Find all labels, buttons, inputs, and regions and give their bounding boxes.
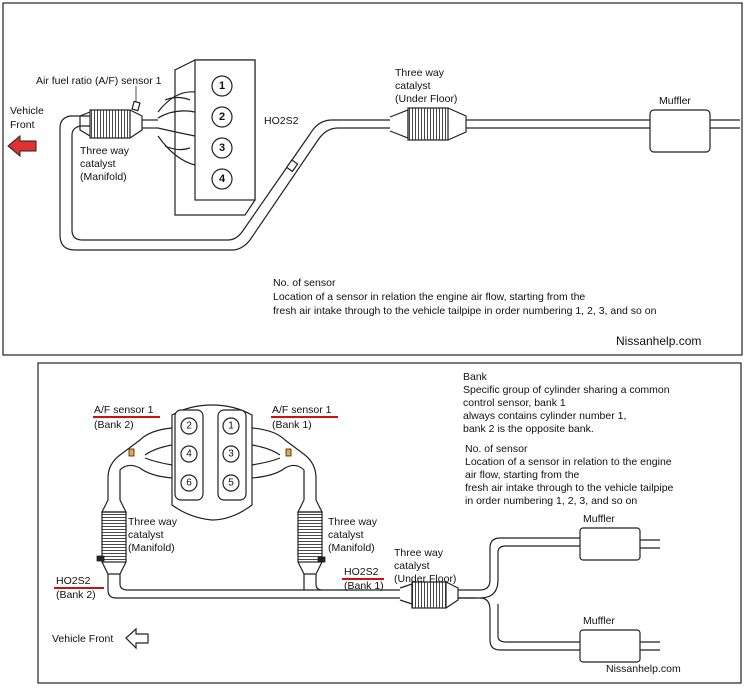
top-diagram: 1 2 3 4 Air fuel ratio (A/F) sensor 1 HO… <box>2 2 743 356</box>
cylinder-3 <box>222 445 240 463</box>
bottom-af-sensor-bank1-bank: (Bank 1) <box>272 419 312 431</box>
cylinder-5-number: 5 <box>228 478 234 489</box>
top-af-sensor-label: Air fuel ratio (A/F) sensor 1 <box>36 75 162 87</box>
bottom-ho2s2-bank1-label: HO2S2 <box>344 566 379 578</box>
bottom-underfloor-catalyst <box>399 537 660 651</box>
top-ho2s2-marker <box>285 159 299 173</box>
cylinder-1 <box>222 417 240 435</box>
cylinder-1-number: 1 <box>228 421 234 432</box>
cylinder-3 <box>211 137 233 159</box>
bottom-frame <box>37 362 742 684</box>
top-manifold-label-2: catalyst <box>80 158 116 170</box>
bottom-vehicle-front-label: Vehicle Front <box>52 633 113 645</box>
bottom-ho2s2-bank1-marker <box>317 556 326 563</box>
bottom-bank-note-line-3: always contains cylinder number 1, <box>463 410 626 422</box>
top-underfloor-catalyst <box>389 107 478 141</box>
top-ho2s2-label: HO2S2 <box>264 115 299 127</box>
top-vehicle-front-label-1: Vehicle <box>10 105 44 117</box>
top-underfloor-label-1: Three way <box>395 67 445 79</box>
top-vehicle-front-arrow-icon <box>7 134 37 158</box>
top-watermark: Nissanhelp.com <box>616 334 701 348</box>
bottom-ho2s2-bank2-bank: (Bank 2) <box>56 589 96 601</box>
cylinder-5 <box>222 474 240 492</box>
bottom-vehicle-front-arrow-icon <box>125 627 149 650</box>
top-exhaust-pipe <box>59 115 740 251</box>
cylinder-4 <box>180 445 198 463</box>
bottom-engine-block: 2 4 6 1 3 5 <box>171 404 253 521</box>
bottom-underfloor-label-1: Three way <box>394 547 444 559</box>
bottom-af-sensor-bank1-marker <box>285 448 292 457</box>
cylinder-2-number: 2 <box>186 421 192 432</box>
cylinder-2 <box>211 106 233 128</box>
bottom-ho2s2-bank1-bank: (Bank 1) <box>344 580 384 592</box>
top-sensor-note-title: No. of sensor <box>273 277 336 289</box>
top-manifold-label-1: Three way <box>80 145 130 157</box>
top-underfloor-label-3: (Under Floor) <box>395 93 457 105</box>
bottom-ho2s2-bank2-marker <box>96 555 105 562</box>
bottom-bank-note-title: Bank <box>463 371 488 383</box>
top-vehicle-front-label-2: Front <box>10 119 35 131</box>
bottom-ho2s2-bank2-label: HO2S2 <box>56 575 91 587</box>
top-engine-block: 1 2 3 4 <box>174 59 256 216</box>
bottom-underfloor-label-3: (Under Floor) <box>394 573 456 585</box>
bottom-muffler-top <box>579 527 641 561</box>
top-sensor-note-line-2: fresh air intake through to the vehicle … <box>273 305 657 317</box>
cylinder-4-number: 4 <box>186 449 192 460</box>
cylinder-3-number: 3 <box>219 142 225 154</box>
top-frame <box>2 2 743 356</box>
top-underfloor-label-2: catalyst <box>395 80 431 92</box>
bottom-left-catalyst-label-1: Three way <box>128 516 178 528</box>
bottom-left-catalyst-label-3: (Manifold) <box>128 542 175 554</box>
bottom-sensor-note-line-4: in order numbering 1, 2, 3, and so on <box>465 495 637 507</box>
cylinder-6-number: 6 <box>186 478 192 489</box>
top-manifold-label-3: (Manifold) <box>80 171 127 183</box>
bottom-bank-note-line-4: bank 2 is the opposite bank. <box>463 423 594 435</box>
cylinder-6 <box>180 474 198 492</box>
bottom-bank-note-line-2: control sensor, bank 1 <box>463 397 566 409</box>
cylinder-1 <box>211 75 233 97</box>
bottom-sensor-note-line-2: air flow, starting from the <box>465 469 580 481</box>
cylinder-2-number: 2 <box>219 111 225 123</box>
top-af-sensor-marker <box>131 86 141 112</box>
bottom-af-sensor-bank2-marker <box>128 448 135 457</box>
bottom-left-catalyst-label-2: catalyst <box>128 529 164 541</box>
bottom-bank1-exhaust <box>251 427 323 591</box>
bottom-sensor-note-title: No. of sensor <box>465 443 528 455</box>
bottom-af-sensor-bank2-bank: (Bank 2) <box>94 419 134 431</box>
bottom-bank2-exhaust <box>101 427 400 599</box>
bottom-af-sensor-bank2-label: A/F sensor 1 <box>94 404 154 416</box>
bottom-sensor-note-line-1: Location of a sensor in relation to the … <box>465 456 672 468</box>
bottom-right-catalyst-label-1: Three way <box>328 516 378 528</box>
bottom-right-catalyst-label-2: catalyst <box>328 529 364 541</box>
top-sensor-note-line-1: Location of a sensor in relation the eng… <box>273 291 585 303</box>
cylinder-4 <box>211 168 233 190</box>
bottom-watermark: Nissanhelp.com <box>606 663 681 675</box>
top-muffler-label: Muffler <box>659 95 691 107</box>
bottom-underfloor-label-2: catalyst <box>394 560 430 572</box>
bottom-right-catalyst-label-3: (Manifold) <box>328 542 375 554</box>
bottom-sensor-note-line-3: fresh air intake through to the vehicle … <box>465 482 674 494</box>
top-manifold-catalyst <box>79 109 158 139</box>
cylinder-3-number: 3 <box>228 449 234 460</box>
bottom-diagram: 2 4 6 1 3 5 <box>37 362 742 684</box>
bottom-muffler-top-label: Muffler <box>583 513 615 525</box>
cylinder-4-number: 4 <box>219 173 226 185</box>
bottom-muffler-bottom <box>579 629 641 663</box>
cylinder-1-number: 1 <box>219 80 225 92</box>
bottom-bank-note-line-1: Specific group of cylinder sharing a com… <box>463 384 670 396</box>
bottom-af-sensor-bank1-label: A/F sensor 1 <box>272 404 332 416</box>
top-exhaust-manifold <box>157 91 196 166</box>
top-muffler <box>649 109 711 153</box>
bottom-muffler-bottom-label: Muffler <box>583 615 615 627</box>
cylinder-2 <box>180 417 198 435</box>
